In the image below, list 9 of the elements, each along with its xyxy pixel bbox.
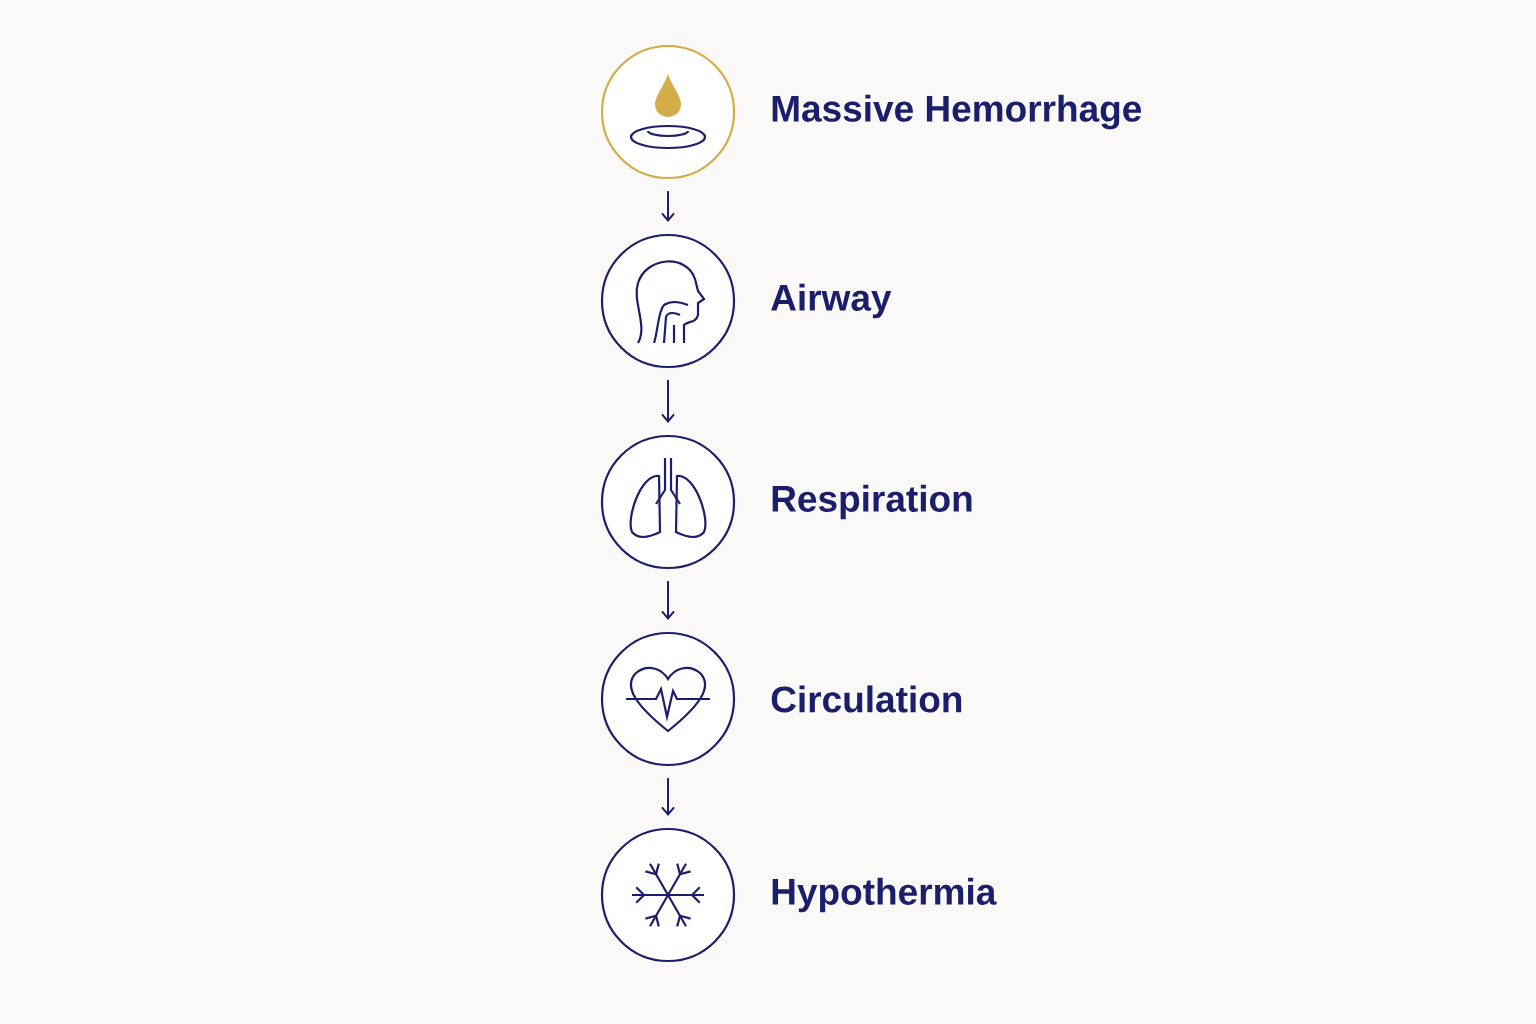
step-label: Respiration [772, 484, 972, 520]
step-label: Circulation [771, 685, 962, 713]
arrow [661, 190, 675, 222]
step-label: Massive Hemorrhage [772, 94, 1142, 130]
arrow [661, 580, 675, 620]
step-label: Hypothermia [772, 877, 997, 913]
arrow [661, 379, 675, 423]
step-label: Airway [771, 283, 892, 319]
arrow [661, 777, 675, 816]
